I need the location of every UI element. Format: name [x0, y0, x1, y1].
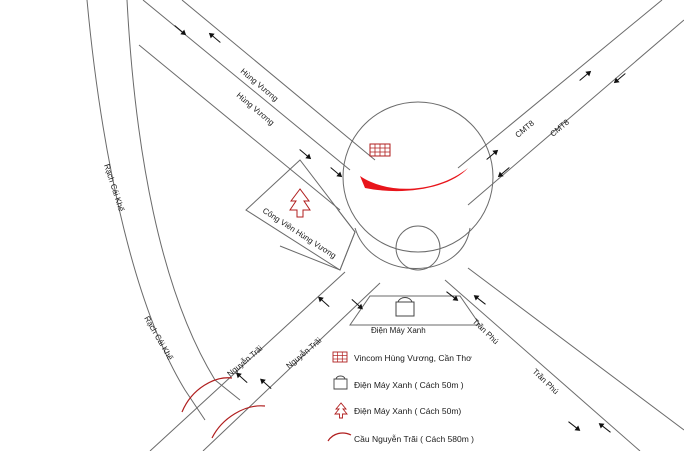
- park-boundary: [245, 159, 356, 271]
- label-tran-phu-2: Trần Phú: [531, 367, 561, 396]
- legend-store-icon: [333, 375, 348, 390]
- road-rach-cai-khe: [86, 0, 206, 421]
- direction-arrows: [174, 25, 626, 433]
- legend-label-tree: Điện Máy Xanh ( Cách 50m): [354, 406, 461, 416]
- label-nguyen-trai-2: Nguyễn Trãi: [285, 336, 324, 371]
- roundabout-center: [395, 225, 441, 271]
- label-cmt8-1: CMT8: [514, 118, 537, 139]
- road-cmt8: [457, 0, 663, 169]
- label-rach-cai-khe-1: Rạch Cái Khế: [102, 163, 126, 213]
- store-icon: [395, 297, 415, 317]
- road-nguyen-trai: [149, 271, 346, 451]
- legend-label-vincom: Vincom Hùng Vương, Cần Thơ: [354, 353, 472, 363]
- roundabout: [342, 101, 494, 253]
- bridge-icon: [181, 377, 266, 439]
- road-hung-vuong: [142, 0, 351, 171]
- road-tran-phu: [467, 267, 684, 431]
- vincom-highlight: [360, 168, 468, 192]
- legend-label-bridge: Cầu Nguyễn Trãi ( Cách 580m ): [354, 434, 474, 444]
- building-icon: [369, 143, 391, 157]
- legend-bridge-icon: [327, 432, 352, 442]
- legend-tree-icon: [334, 402, 348, 419]
- label-cmt8-2: CMT8: [549, 117, 572, 138]
- label-nguyen-trai-1: Nguyễn Trãi: [226, 344, 265, 379]
- label-store: Điện Máy Xanh: [371, 326, 426, 335]
- label-park: Công Viên Hùng Vương: [261, 206, 338, 260]
- legend: Vincom Hùng Vương, Cần Thơ Điện Máy Xanh…: [327, 351, 474, 444]
- label-tran-phu-1: Trần Phú: [471, 317, 501, 346]
- legend-building-icon: [332, 351, 348, 363]
- legend-label-store: Điện Máy Xanh ( Cách 50m ): [354, 380, 464, 390]
- label-rach-cai-khe-2: Rạch Cái Khế: [142, 315, 175, 363]
- tree-icon: [289, 188, 311, 218]
